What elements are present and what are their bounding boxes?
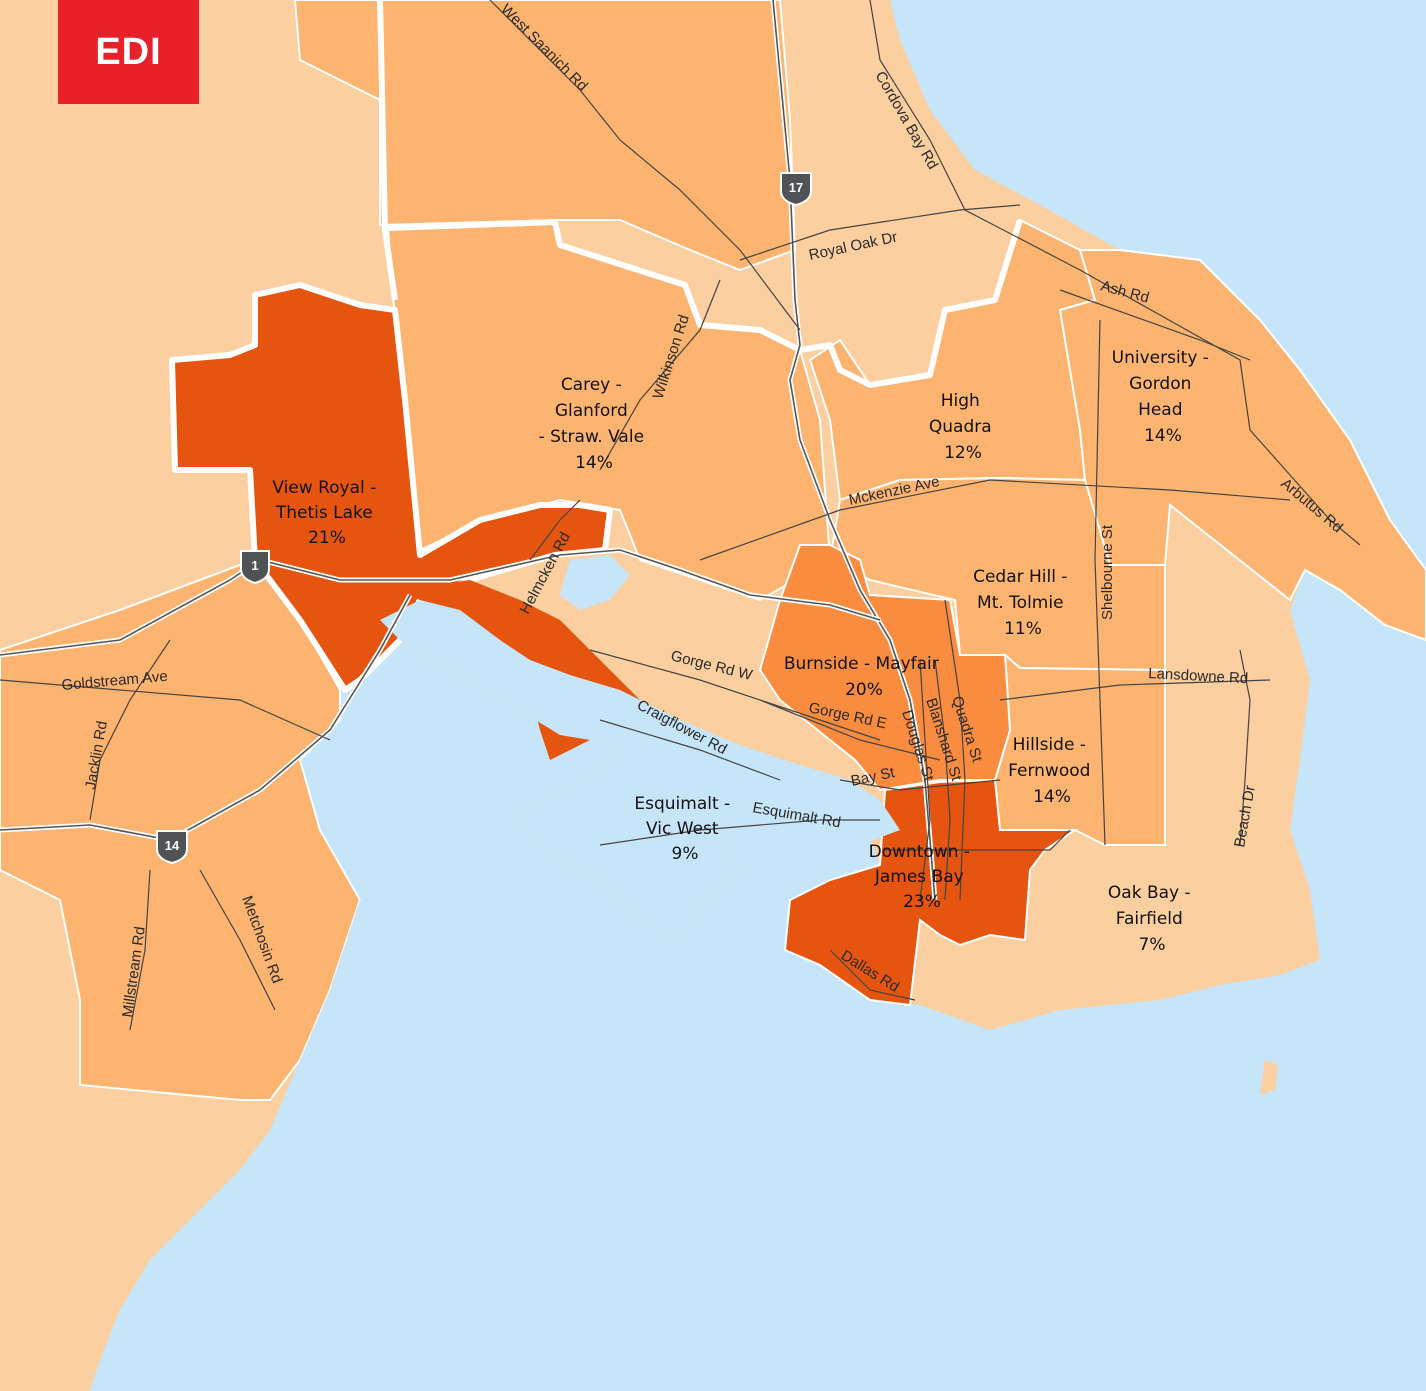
highway-17-core [772, 0, 936, 901]
edi-logo: EDI [58, 0, 199, 104]
label-high-quadra: High Quadra 12% [929, 391, 997, 463]
water-portage-inlet [560, 555, 630, 610]
highway-1-core [0, 549, 881, 656]
interstate-shield-icon [780, 172, 812, 207]
highway-14-core [0, 594, 411, 841]
label-view-royal: View Royal - Thetis Lake 21% [272, 478, 381, 548]
highway-shield-1: 1 [240, 550, 270, 585]
highway-shield-14: 14 [156, 830, 188, 865]
municipal-boundary-2 [377, 0, 398, 301]
label-cedar-hill: Cedar Hill - Mt. Tolmie 11% [973, 567, 1073, 639]
label-esquimalt: Esquimalt - Vic West 9% [634, 794, 735, 864]
shield-number: 14 [165, 838, 180, 853]
highway-shield-17: 17 [780, 172, 812, 207]
water-south [0, 860, 1426, 1391]
label-downtown: Downtown - James Bay 23% [869, 842, 976, 912]
label-university: University - Gordon Head 14% [1112, 348, 1215, 446]
municipal-boundary [387, 219, 1023, 388]
island-small [1260, 1060, 1278, 1095]
road-label-shelbourne: Shelbourne St [1099, 524, 1116, 620]
region-west-saanich [293, 0, 797, 272]
minor-roads [0, 0, 1361, 1031]
label-burnside: Burnside - Mayfair 20% [784, 654, 944, 700]
label-carey: Carey - Glanford - Straw. Vale 14% [539, 375, 650, 473]
region-view-royal [169, 282, 613, 693]
shield-number: 17 [789, 180, 803, 195]
label-hillside: Hillside - Fernwood 14% [1008, 735, 1096, 807]
label-oak-bay: Oak Bay - Fairfield 7% [1108, 883, 1196, 955]
region-university [1058, 249, 1426, 642]
region-downtown [783, 778, 1079, 1007]
interstate-shield-icon [240, 550, 270, 585]
road-label-lansdowne: Lansdowne Rd [1148, 665, 1249, 687]
interstate-shield-icon [156, 830, 188, 865]
logo-text: EDI [95, 30, 162, 73]
water-gorge-inlet [380, 600, 900, 945]
shield-number: 1 [251, 558, 258, 573]
